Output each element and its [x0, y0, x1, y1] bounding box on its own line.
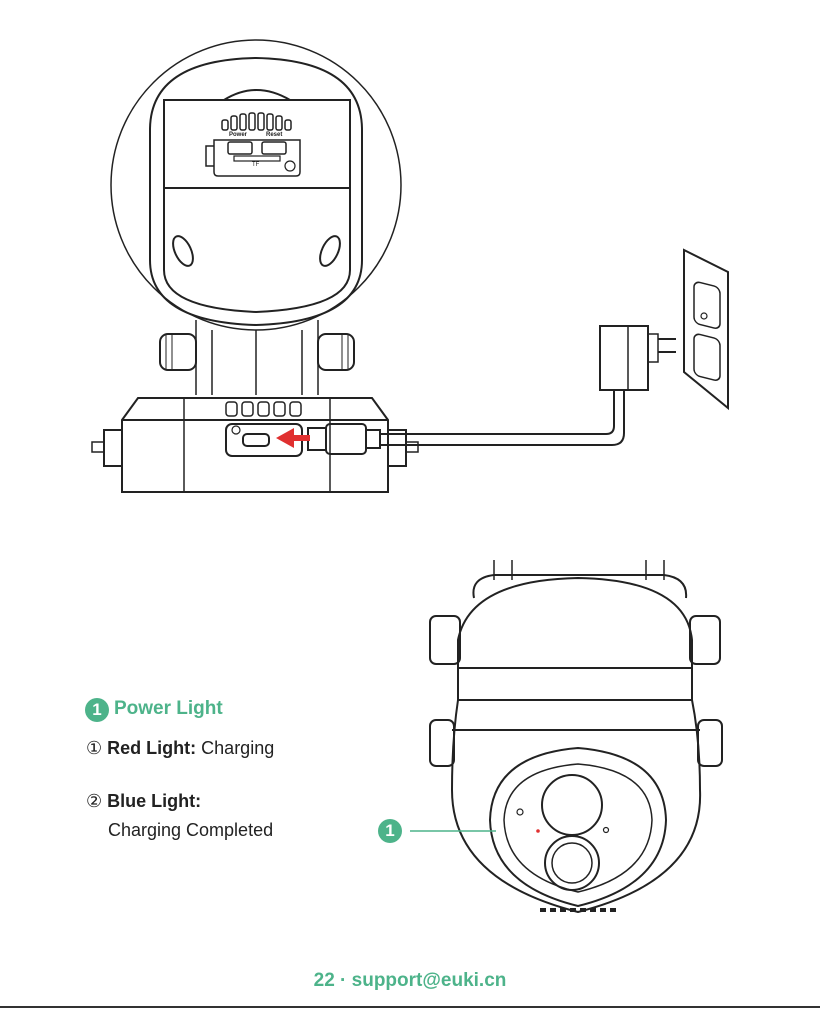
camera-rear-view [92, 40, 418, 492]
red-light-number: ① [86, 738, 102, 758]
support-email: support@euki.cn [352, 970, 507, 991]
power-light-indicator [536, 829, 540, 833]
page-number: 22 [314, 970, 335, 991]
blue-light-number: ② [86, 791, 102, 811]
blue-light-item: ② Blue Light: [86, 791, 201, 812]
page-footer: 22 · support@euki.cn [0, 970, 820, 992]
red-light-desc: Charging [201, 738, 274, 758]
reset-button-label: Reset [266, 132, 282, 138]
section-badge: 1 [85, 698, 109, 722]
blue-light-label: Blue Light [107, 791, 195, 811]
tf-slot-label: TF [252, 162, 259, 168]
usb-cable [308, 390, 624, 454]
camera-front-view [430, 560, 722, 912]
section-title: Power Light [114, 698, 223, 720]
insert-arrow [276, 428, 310, 448]
red-light-label: Red Light [107, 738, 190, 758]
wall-outlet [684, 250, 728, 408]
red-light-item: ① Red Light: Charging [86, 738, 274, 759]
blue-light-sep: : [195, 791, 201, 811]
blue-light-desc: Charging Completed [108, 820, 273, 841]
footer-separator: · [340, 970, 346, 991]
power-button-label: Power [229, 132, 247, 138]
callout-badge: 1 [378, 819, 402, 843]
footer-rule [0, 1006, 820, 1008]
power-adapter [600, 326, 676, 390]
red-light-sep: : [190, 738, 196, 758]
